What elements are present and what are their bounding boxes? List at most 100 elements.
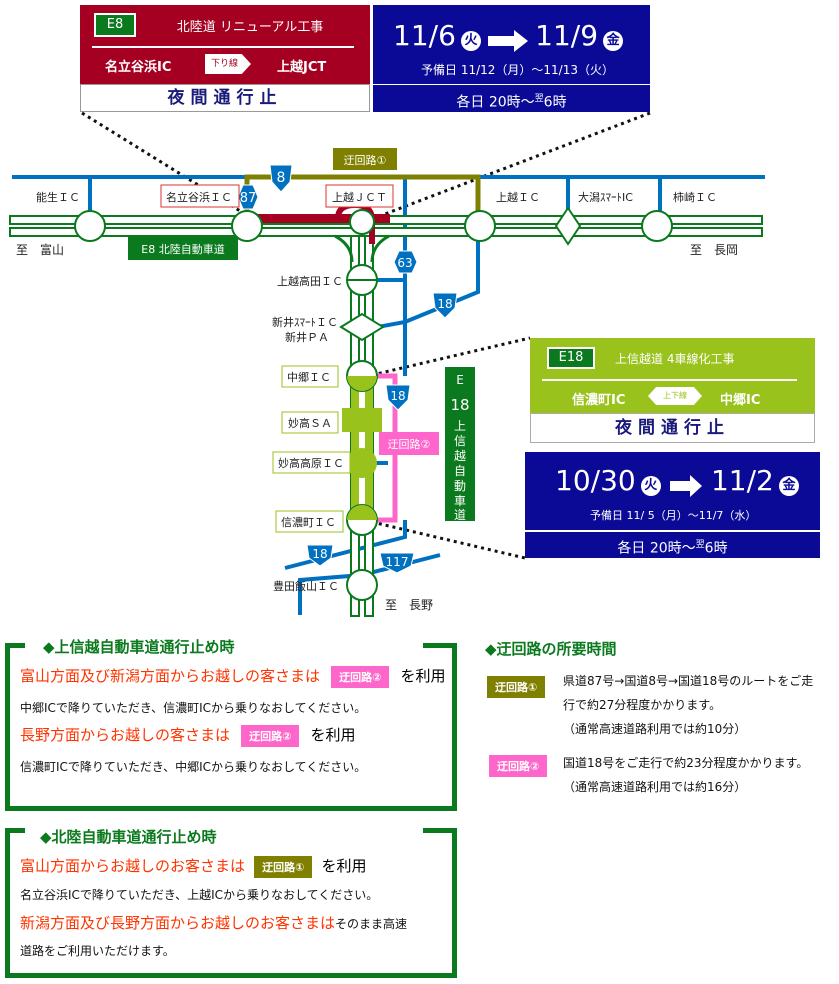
- route-8-icon: 8: [269, 164, 293, 193]
- map-label: 117: [386, 555, 409, 569]
- detour-1-label: 迂回路①: [344, 154, 387, 167]
- e18-closure-label: 夜間通行止: [530, 413, 815, 443]
- map-label: 18: [312, 547, 327, 561]
- interchanges: [74, 206, 673, 601]
- e18-start-date: 10/30: [555, 464, 636, 497]
- section-title: ◆迂回路の所要時間: [485, 640, 617, 658]
- label-to-nagano: 至 長野: [385, 598, 433, 612]
- detour-2-description: 国道18号をご走行で約23分程度かかります。: [563, 756, 809, 770]
- detour-2-tag: 迂回路②: [241, 724, 300, 747]
- e18-notice-header: E18 上信越道 4車線化工事 信濃町IC 上下線 中郷IC: [530, 338, 815, 413]
- label-joetsu-jct: 上越ＪＣＴ: [332, 190, 387, 204]
- guidance-text: を利用: [310, 726, 356, 744]
- detour-1-description: 県道87号→国道8号→国道18号のルートをご走: [563, 674, 814, 688]
- map-label: 動: [454, 479, 466, 493]
- map-label: 道: [454, 508, 466, 522]
- route-63-icon: 63: [393, 250, 418, 274]
- label-ogata-smart-ic: 大潟ｽﾏｰﾄIC: [578, 190, 633, 204]
- guidance-text: 中郷ICで降りていただき、信濃町ICから乗りなおしてください。: [20, 701, 367, 715]
- section-title: ◆北陸自動車道通行止め時: [40, 828, 217, 846]
- guidance-text: 信濃町ICで降りていただき、中郷ICから乗りなおしてください。: [20, 760, 367, 774]
- hours-next-day: 翌: [534, 94, 544, 104]
- map-label: 自: [454, 464, 466, 478]
- e8-highway-label: E8 北陸自動車道: [141, 242, 224, 256]
- map-label: 63: [397, 256, 412, 270]
- e8-end-day: 金: [603, 30, 624, 51]
- label-nadachi-ic: 名立谷浜ＩＣ: [166, 190, 232, 204]
- detour-2-label: 迂回路②: [388, 438, 431, 451]
- label-to-toyama: 至 富山: [16, 242, 64, 257]
- e18-end-date: 11/2: [710, 464, 774, 497]
- e8-closure-label: 夜間通行止: [80, 84, 370, 112]
- detour-1-tag: 迂回路①: [254, 855, 313, 878]
- hours-suffix: 6時: [704, 540, 728, 557]
- hours-suffix: 6時: [543, 94, 567, 111]
- route-18-icon: 18: [385, 384, 411, 411]
- guidance-text: 長野方面からお越しの客さまは: [20, 726, 231, 744]
- e8-end-date: 11/9: [535, 19, 599, 52]
- myoko-kogen-ic: [347, 448, 377, 478]
- route-87-icon: 87: [237, 184, 259, 210]
- label-toyota-iiyama-ic: 豊田飯山ＩＣ: [273, 579, 339, 593]
- e8-notice-title: 北陸道 リニューアル工事: [176, 20, 324, 35]
- e8-notice-header: E8 北陸道 リニューアル工事 名立谷浜IC 下り線 上越JCT: [80, 5, 370, 84]
- e8-schedule-box: 11/6 火 11/9 金 予備日 11/12（月）～11/13（火）: [373, 5, 650, 84]
- map-label: 上: [454, 419, 466, 433]
- guidance-text: 名立谷浜ICで降りていただき、上越ICから乗りなおしてください。: [20, 888, 379, 902]
- e8-hours: 各日 20時～翌6時: [373, 85, 650, 112]
- label-kakizaki-ic: 柿崎ＩＣ: [673, 190, 717, 204]
- section-title: ◆上信越自動車道通行止め時: [43, 638, 235, 656]
- label-arai-pa: 新井ＰＡ: [285, 330, 329, 344]
- e18-schedule-box: 10/30 火 11/2 金 予備日 11/ 5（月）～11/7（水）: [525, 452, 820, 530]
- label-joetsu-ic: 上越ＩＣ: [496, 190, 540, 204]
- route-18-icon: 18: [306, 544, 334, 567]
- map-label: 18: [437, 297, 452, 311]
- e8-reserve-days: 予備日 11/12（月）～11/13（火）: [421, 63, 614, 77]
- map-label: 87: [240, 191, 257, 206]
- label-nakago-ic: 中郷ＩＣ: [287, 370, 331, 384]
- divider: [92, 46, 354, 48]
- e18-start-day: 火: [640, 475, 661, 496]
- detour-1-tag: 迂回路①: [487, 676, 546, 698]
- map-label: E: [456, 373, 464, 387]
- label-nou-ic: 能生ＩＣ: [36, 190, 80, 204]
- guidance-text: そのまま高速: [335, 917, 408, 931]
- label-myoko-kogen-ic: 妙高高原ＩＣ: [278, 456, 344, 470]
- divider: [542, 379, 797, 381]
- label-arai-smart-ic: 新井ｽﾏｰﾄＩＣ: [272, 315, 338, 329]
- arrow-right-icon: [669, 474, 702, 497]
- e18-hours: 各日 20時～翌6時: [525, 532, 820, 558]
- route-map: 87 8 63 18 18 18 117 能生ＩＣ 名立谷浜ＩＣ 上越ＪＣＴ 上…: [9, 111, 765, 617]
- detour-time-info: ◆迂回路の所要時間 迂回路① 県道87号→国道8号→国道18号のルートをご走 行…: [485, 638, 835, 794]
- e18-to-ic: 中郷IC: [720, 393, 761, 408]
- e18-highway-label: E 18 上 信 越 自 動 車 道: [450, 373, 469, 522]
- label-to-nagaoka: 至 長岡: [690, 243, 738, 257]
- e8-to-ic: 上越JCT: [277, 60, 327, 75]
- e18-closure-guidance: ◆上信越自動車道通行止め時 富山方面及び新潟方面からお越しの客さまは 迂回路② …: [5, 638, 457, 811]
- detour-2-normal-time: （通常高速道路利用では約16分）: [563, 780, 747, 794]
- e18-notice-title: 上信越道 4車線化工事: [615, 352, 735, 366]
- detour-2-tag: 迂回路②: [489, 755, 548, 777]
- map-label: 18: [450, 396, 469, 414]
- label-shinano-ic: 信濃町ＩＣ: [281, 515, 336, 529]
- e18-end-day: 金: [778, 475, 799, 496]
- e8-from-ic: 名立谷浜IC: [105, 60, 172, 75]
- detour-1-normal-time: （通常高速道路利用では約10分）: [563, 722, 747, 736]
- route-18-icon: 18: [432, 292, 458, 319]
- e8-start-day: 火: [460, 30, 481, 51]
- label-takada-ic: 上越高田ＩＣ: [277, 274, 343, 288]
- detour-2-tag: 迂回路②: [331, 665, 390, 688]
- label-myoko-sa: 妙高ＳＡ: [288, 416, 332, 430]
- map-label: 8: [277, 170, 286, 186]
- map-label: 車: [454, 494, 466, 508]
- e18-reserve-days: 予備日 11/ 5（月）～11/7（水）: [590, 509, 757, 522]
- hours-prefix: 各日 20時～: [456, 94, 535, 111]
- guidance-text: 富山方面からお越しのお客さまは: [20, 857, 246, 875]
- guidance-text: 新潟方面及び長野方面からお越しのお客さまは: [20, 914, 336, 932]
- detour-1-description: 行で約27分程度かかります。: [563, 698, 722, 712]
- map-label: 18: [390, 389, 405, 403]
- guidance-text: を利用: [400, 667, 446, 685]
- e8-start-date: 11/6: [393, 19, 456, 52]
- callout-lines: [81, 111, 651, 560]
